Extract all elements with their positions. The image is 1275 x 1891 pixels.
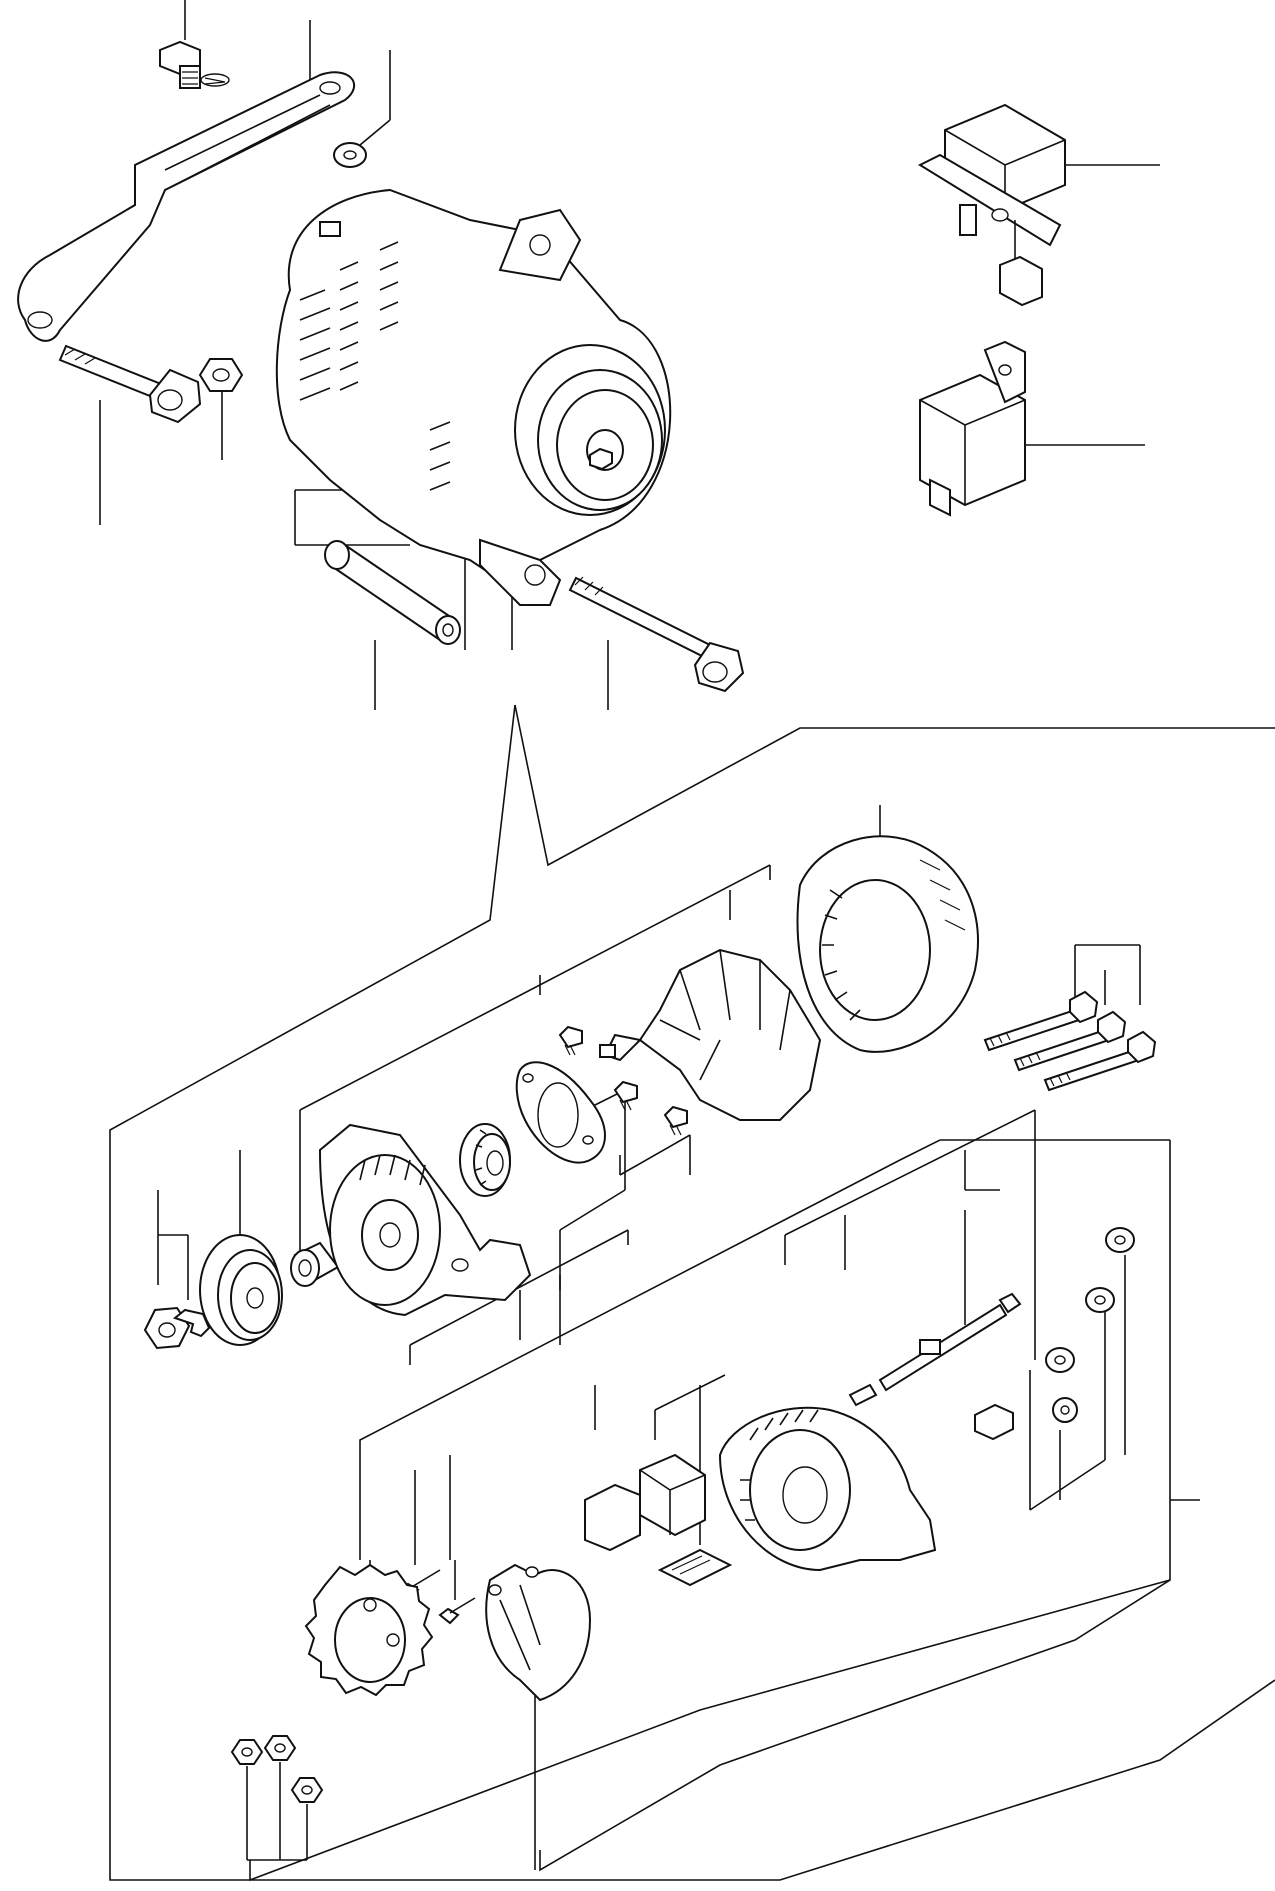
flange-bolt-top bbox=[159, 40, 230, 89]
front-housing bbox=[318, 1123, 532, 1317]
ic-regulator bbox=[917, 103, 1066, 307]
leader-lines-exploded-upper bbox=[157, 805, 1141, 1365]
brush-holder bbox=[584, 1453, 733, 1587]
stator bbox=[796, 835, 979, 1053]
rear-housing bbox=[718, 1406, 937, 1572]
pivot-bolt bbox=[568, 576, 745, 693]
relay bbox=[919, 340, 1026, 517]
cooling-fan bbox=[304, 1563, 434, 1697]
rectifier bbox=[485, 1563, 592, 1702]
rubber-bushings bbox=[974, 1227, 1135, 1441]
rotor bbox=[599, 948, 822, 1121]
bearing-retainer bbox=[515, 1061, 606, 1164]
pulley-nut bbox=[143, 1306, 211, 1350]
nut-left bbox=[198, 358, 244, 392]
spacer-sleeve bbox=[324, 540, 461, 645]
mounting-bolt-left bbox=[58, 344, 202, 424]
alternator-assembly bbox=[275, 188, 672, 606]
through-bolts bbox=[983, 990, 1157, 1092]
terminal-nuts bbox=[230, 1735, 324, 1861]
adjusting-bracket bbox=[17, 71, 356, 342]
retainer-screws bbox=[558, 1025, 688, 1136]
terminal-bolt bbox=[848, 1292, 1022, 1407]
front-bearing bbox=[459, 1123, 511, 1197]
rear-subassembly-outline bbox=[249, 1139, 1200, 1882]
spacer-collar bbox=[290, 1241, 340, 1287]
exploded-view-outline bbox=[109, 704, 1275, 1881]
plain-washer-top bbox=[333, 142, 367, 168]
pulley bbox=[199, 1234, 283, 1346]
